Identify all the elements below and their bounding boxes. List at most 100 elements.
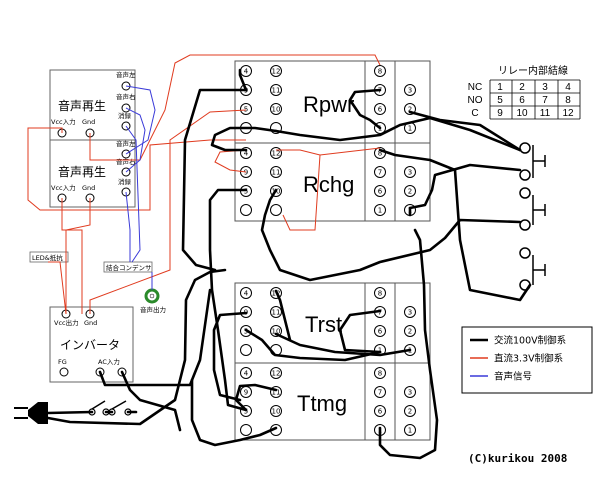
trst-terminal-11 <box>270 306 282 318</box>
rpwr-terminal-11 <box>270 84 282 96</box>
trst-terminal-2 <box>404 325 416 337</box>
relay-table-row-label: C <box>471 108 478 119</box>
rchg-terminal-2 <box>404 185 416 197</box>
rpwr-terminal-label: 6 <box>378 106 383 114</box>
rchg-terminal-7 <box>374 166 386 178</box>
dc-wires <box>27 54 381 315</box>
ttmg-terminal-bottom <box>240 424 252 436</box>
relay-name-ttmg: Ttmg <box>297 391 347 416</box>
rchg-terminal-label: 3 <box>408 169 412 177</box>
rpwr-terminal-label: 12 <box>272 68 281 76</box>
player2-left-label: 音声左 <box>116 139 136 148</box>
capacitor-label: 結合コンデンサ <box>106 263 152 272</box>
trst-terminal-3 <box>404 306 416 318</box>
rpwr-terminal-label: 11 <box>272 87 281 95</box>
inverter-gnd-label: Gnd <box>84 319 97 327</box>
trst-terminal-label: 8 <box>378 290 382 298</box>
audio-output-jack: 音声出力 <box>140 288 166 314</box>
rchg-terminal-bottom <box>240 204 252 216</box>
rchg-terminal-label: 11 <box>272 169 281 177</box>
trst-terminal-label: 6 <box>378 328 383 336</box>
audio-signal-wires <box>125 85 156 290</box>
relay-table-cell: 9 <box>497 108 503 119</box>
push-switch-1 <box>519 142 546 181</box>
relay-rchg: Rchg <box>234 142 431 222</box>
audio-player-2: 音声再生 Vcc入力 Gnd 音声左 音声右 消録 <box>49 139 136 208</box>
trst-terminal-label: 2 <box>408 328 412 336</box>
rpwr-terminal-label: 1 <box>408 125 412 133</box>
rchg-terminal-6 <box>374 185 386 197</box>
player1-title: 音声再生 <box>58 98 106 113</box>
ttmg-terminal-label: 3 <box>408 389 412 397</box>
ttmg-terminal-label: 7 <box>378 389 382 397</box>
relay-name-rchg: Rchg <box>303 172 354 197</box>
coupling-capacitor: 結合コンデンサ <box>103 261 153 273</box>
ttmg-terminal-1 <box>404 424 416 436</box>
led-label: LED&抵抗 <box>32 253 63 262</box>
player2-title: 音声再生 <box>58 164 106 179</box>
relay-ttmg: Ttmg <box>234 362 431 441</box>
player1-vcc-label: Vcc入力 <box>51 117 76 126</box>
inverter-vcc-label: Vcc出力 <box>54 318 79 327</box>
player1-gnd-label: Gnd <box>82 118 95 126</box>
ttmg-terminal-10 <box>270 405 282 417</box>
player1-vol-label: 消録 <box>118 111 132 120</box>
led-resistor: LED&抵抗 <box>29 251 69 263</box>
push-switch-3 <box>519 247 546 291</box>
player2-gnd-label: Gnd <box>82 184 95 192</box>
ttmg-terminal-3 <box>404 386 416 398</box>
rpwr-terminal-label: 10 <box>272 106 281 114</box>
relay-name-trst: Trst <box>305 312 342 337</box>
ttmg-terminal-2 <box>404 405 416 417</box>
trst-terminal-label: 10 <box>272 328 281 336</box>
ttmg-terminal-label: 2 <box>408 408 412 416</box>
rchg-terminal-label: 8 <box>378 150 382 158</box>
relay-table-cell: 1 <box>497 82 503 93</box>
rpwr-terminal-label: 8 <box>378 68 382 76</box>
player1-right-label: 音声右 <box>116 92 136 101</box>
relay-table-cell: 3 <box>542 82 548 93</box>
relay-table-title: リレー内部結線 <box>498 64 568 77</box>
relay-table-cell: 5 <box>497 95 503 106</box>
rchg-terminal-label: 1 <box>378 207 382 215</box>
relay-table-cell: 2 <box>519 82 525 93</box>
rpwr-terminal-3 <box>404 84 416 96</box>
trst-terminal-4 <box>240 287 252 299</box>
relay-table-cell: 7 <box>542 95 548 106</box>
trst-terminal-label: 3 <box>408 309 412 317</box>
ttmg-terminal-8 <box>374 367 386 379</box>
rpwr-terminal-label: 3 <box>408 87 412 95</box>
ttmg-terminal-label: 5 <box>244 408 248 416</box>
rchg-terminal-11 <box>270 166 282 178</box>
legend-label: 交流100V制御系 <box>494 335 566 347</box>
trst-terminal-bottom <box>240 344 252 356</box>
player1-left-label: 音声左 <box>116 70 136 79</box>
ac-plug-icon <box>14 402 48 424</box>
relay-name-rpwr: Rpwr <box>303 92 354 117</box>
ttmg-terminal-label: 10 <box>272 408 281 416</box>
relay-table-cell: 10 <box>516 108 528 119</box>
rchg-terminal-label: 7 <box>378 169 382 177</box>
trst-terminal-label: 11 <box>272 309 281 317</box>
rchg-terminal-label: 2 <box>408 188 412 196</box>
trst-terminal-8 <box>374 287 386 299</box>
player2-vcc-label: Vcc入力 <box>51 183 76 192</box>
trst-terminal-label: 1 <box>378 347 382 355</box>
player2-vol-label: 消録 <box>118 177 132 186</box>
relay-table-cell: 8 <box>565 95 571 106</box>
ttmg-terminal-7 <box>374 386 386 398</box>
ttmg-terminal-label: 12 <box>272 370 281 378</box>
relay-table-row-label: NC <box>468 82 482 93</box>
ac-wires <box>46 68 532 460</box>
trst-terminal-10 <box>270 325 282 337</box>
trst-terminal-label: 4 <box>244 290 249 298</box>
rchg-terminal-label: 9 <box>244 169 248 177</box>
rchg-terminal-label: 4 <box>244 150 249 158</box>
ttmg-terminal-4 <box>240 367 252 379</box>
push-switch-2 <box>519 187 546 231</box>
inverter-title: インバータ <box>60 338 120 352</box>
